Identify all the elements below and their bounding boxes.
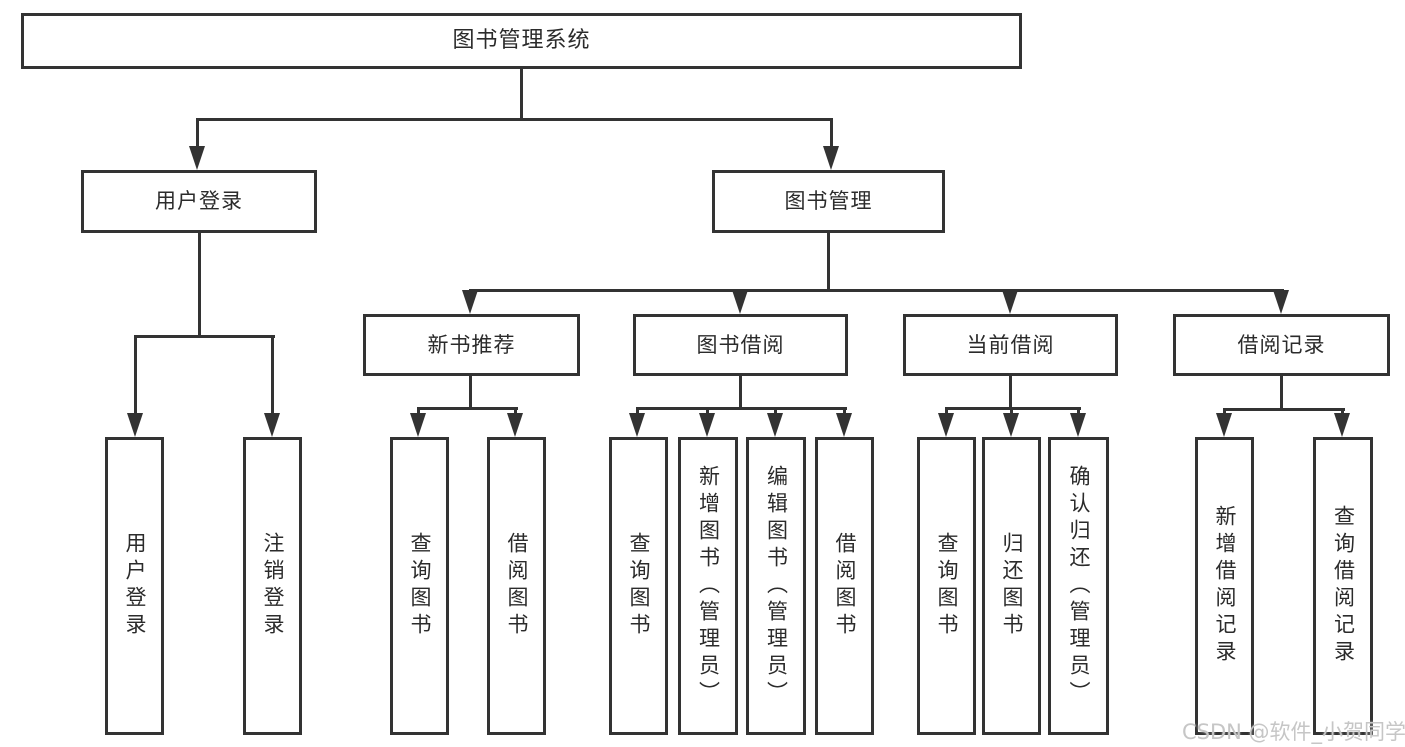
leaf-user-login: 用户登录 xyxy=(105,437,164,735)
leaf-borrow-query-book-label: 查询图书 xyxy=(627,532,651,640)
leaf-borrow-query-book: 查询图书 xyxy=(609,437,668,735)
arrowhead-icon xyxy=(127,413,143,437)
leaf-borrow-add-book-label: 新增图书（管理员） xyxy=(696,464,721,708)
connector-line xyxy=(417,407,420,417)
connector-line xyxy=(417,407,518,410)
leaf-borrow-edit-book: 编辑图书（管理员） xyxy=(746,437,806,735)
leaf-recommend-query-book: 查询图书 xyxy=(390,437,449,735)
connector-line xyxy=(134,335,137,417)
node-book-borrow-label: 图书借阅 xyxy=(696,332,785,357)
arrowhead-icon xyxy=(462,290,478,314)
arrowhead-icon xyxy=(732,290,748,314)
node-system-label: 图书管理系统 xyxy=(452,28,591,53)
leaf-recommend-borrow-book-label: 借阅图书 xyxy=(505,532,529,640)
connector-line xyxy=(1223,408,1345,411)
leaf-borrow-borrow-book-label: 借阅图书 xyxy=(833,532,857,640)
connector-line xyxy=(198,233,201,338)
connector-line xyxy=(1341,408,1344,417)
arrowhead-icon xyxy=(938,413,954,437)
watermark: CSDN @软件_小贺同学 xyxy=(1182,720,1405,744)
connector-line xyxy=(706,407,709,417)
leaf-logout: 注销登录 xyxy=(243,437,302,735)
arrowhead-icon xyxy=(1003,413,1019,437)
node-book-management-label: 图书管理 xyxy=(784,189,873,213)
leaf-borrow-borrow-book: 借阅图书 xyxy=(815,437,874,735)
arrowhead-icon xyxy=(1334,413,1350,437)
connector-line xyxy=(830,118,833,150)
connector-line xyxy=(739,376,742,410)
connector-line xyxy=(134,335,275,338)
node-new-book-recommend-label: 新书推荐 xyxy=(427,332,516,357)
connector-line xyxy=(636,407,847,410)
connector-line xyxy=(520,68,523,121)
leaf-recommend-query-book-label: 查询图书 xyxy=(408,532,432,640)
leaf-logout-label: 注销登录 xyxy=(261,532,285,640)
leaf-borrow-edit-book-label: 编辑图书（管理员） xyxy=(764,464,789,708)
arrowhead-icon xyxy=(1002,290,1018,314)
connector-line xyxy=(843,407,846,417)
node-user-login: 用户登录 xyxy=(81,170,317,233)
connector-line xyxy=(774,407,777,417)
arrowhead-icon xyxy=(699,413,715,437)
connector-line xyxy=(1223,408,1226,417)
node-system: 图书管理系统 xyxy=(21,13,1022,69)
arrowhead-icon xyxy=(410,413,426,437)
arrowhead-icon xyxy=(1273,290,1289,314)
connector-line xyxy=(827,233,830,292)
node-current-borrow-label: 当前借阅 xyxy=(966,332,1055,357)
leaf-borrow-add-book: 新增图书（管理员） xyxy=(678,437,738,735)
leaf-current-return-book-label: 归还图书 xyxy=(1000,532,1024,640)
node-current-borrow: 当前借阅 xyxy=(903,314,1118,376)
leaf-user-login-label: 用户登录 xyxy=(123,532,147,640)
connector-line xyxy=(1280,376,1283,411)
leaf-current-return-book: 归还图书 xyxy=(982,437,1041,735)
leaf-record-add: 新增借阅记录 xyxy=(1195,437,1254,735)
node-borrow-record-label: 借阅记录 xyxy=(1237,332,1326,357)
leaf-record-query: 查询借阅记录 xyxy=(1313,437,1373,735)
arrowhead-icon xyxy=(189,146,205,170)
arrowhead-icon xyxy=(629,413,645,437)
connector-line xyxy=(1009,376,1012,410)
leaf-recommend-borrow-book: 借阅图书 xyxy=(487,437,546,735)
connector-line xyxy=(636,407,639,417)
connector-line xyxy=(196,118,833,121)
leaf-record-query-label: 查询借阅记录 xyxy=(1331,505,1356,667)
connector-line xyxy=(1010,407,1013,417)
connector-line xyxy=(514,407,517,417)
arrowhead-icon xyxy=(507,413,523,437)
node-book-borrow: 图书借阅 xyxy=(633,314,848,376)
arrowhead-icon xyxy=(836,413,852,437)
node-new-book-recommend: 新书推荐 xyxy=(363,314,580,376)
connector-line xyxy=(945,407,948,417)
connector-line xyxy=(469,289,1284,292)
leaf-record-add-label: 新增借阅记录 xyxy=(1213,505,1237,667)
connector-line xyxy=(1077,407,1080,417)
leaf-current-query-book-label: 查询图书 xyxy=(935,532,959,640)
connector-line xyxy=(945,407,1081,410)
arrowhead-icon xyxy=(767,413,783,437)
node-book-management: 图书管理 xyxy=(712,170,945,233)
arrowhead-icon xyxy=(823,146,839,170)
arrowhead-icon xyxy=(1216,413,1232,437)
leaf-current-confirm-return-label: 确认归还（管理员） xyxy=(1067,464,1091,708)
connector-line xyxy=(196,118,199,150)
node-borrow-record: 借阅记录 xyxy=(1173,314,1390,376)
arrowhead-icon xyxy=(264,413,280,437)
leaf-current-query-book: 查询图书 xyxy=(917,437,976,735)
leaf-current-confirm-return: 确认归还（管理员） xyxy=(1048,437,1109,735)
connector-line xyxy=(271,335,274,417)
connector-line xyxy=(469,376,472,410)
node-user-login-label: 用户登录 xyxy=(155,189,243,213)
arrowhead-icon xyxy=(1070,413,1086,437)
